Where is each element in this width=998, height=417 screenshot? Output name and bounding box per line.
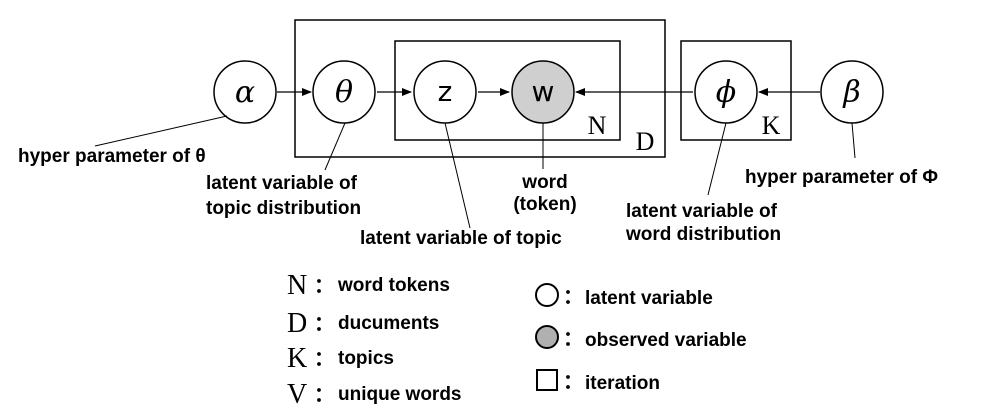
- open-circle-icon: [535, 283, 559, 307]
- leader-beta: [851, 122, 856, 159]
- leader-z: [444, 122, 471, 229]
- node-theta-symbol: θ: [335, 75, 353, 110]
- annotation-phi-line2: word distribution: [625, 224, 781, 245]
- node-alpha-symbol: α: [235, 75, 255, 110]
- legend-sep: ：: [563, 369, 583, 393]
- legend-key-d: D: [287, 308, 307, 339]
- node-theta: θ: [312, 60, 376, 124]
- legend-plates: N ： word tokens D ： ducuments K ： topics…: [287, 270, 462, 410]
- legend-sep: ：: [314, 346, 334, 370]
- node-w-symbol: w: [532, 75, 555, 108]
- legend-text-k: topics: [338, 348, 394, 369]
- annotation-phi-line1: latent variable of: [626, 201, 778, 222]
- legend-text-iteration: iteration: [585, 373, 660, 394]
- legend-symbols: ： latent variable ： observed variable ： …: [535, 283, 747, 394]
- annotation-beta: hyper parameter of Φ: [745, 167, 938, 188]
- leader-phi: [707, 122, 727, 196]
- legend-key-k: K: [287, 343, 307, 374]
- leader-theta: [324, 122, 346, 171]
- square-icon: [536, 369, 558, 391]
- leader-alpha: [94, 115, 228, 147]
- legend-sep: ：: [314, 311, 334, 335]
- plate-k-label: K: [762, 111, 781, 140]
- plate-n: [394, 40, 621, 141]
- legend-text-n: word tokens: [337, 275, 450, 296]
- plate-k: [680, 40, 792, 141]
- node-phi: ϕ: [694, 60, 758, 124]
- annotation-alpha: hyper parameter of θ: [18, 146, 206, 167]
- annotation-w-line1: word: [521, 172, 567, 193]
- legend-sep: ：: [563, 326, 583, 350]
- plate-d: [294, 19, 666, 158]
- legend-text-observed: observed variable: [585, 330, 747, 351]
- legend-sep: ：: [563, 284, 583, 308]
- node-alpha: α: [213, 60, 277, 124]
- node-z-symbol: z: [438, 75, 453, 108]
- legend-text-latent: latent variable: [585, 288, 713, 309]
- node-beta: β: [820, 60, 884, 124]
- node-w: w: [511, 60, 575, 124]
- plate-n-label: N: [588, 111, 607, 140]
- legend-text-d: ducuments: [338, 313, 439, 334]
- node-phi-symbol: ϕ: [716, 75, 736, 110]
- annotation-theta-line2: topic distribution: [206, 198, 361, 219]
- annotation-theta-line1: latent variable of: [206, 173, 358, 194]
- legend-sep: ：: [314, 382, 334, 406]
- shaded-circle-icon: [535, 325, 559, 349]
- legend-key-v: V: [287, 379, 307, 410]
- annotation-w-line2: (token): [513, 194, 576, 215]
- legend-text-v: unique words: [338, 384, 462, 405]
- annotation-z: latent variable of topic: [360, 228, 562, 249]
- plate-d-label: D: [636, 127, 655, 156]
- node-z: z: [413, 60, 477, 124]
- legend-sep: ：: [314, 273, 334, 297]
- node-beta-symbol: β: [842, 75, 860, 110]
- legend-key-n: N: [287, 270, 307, 301]
